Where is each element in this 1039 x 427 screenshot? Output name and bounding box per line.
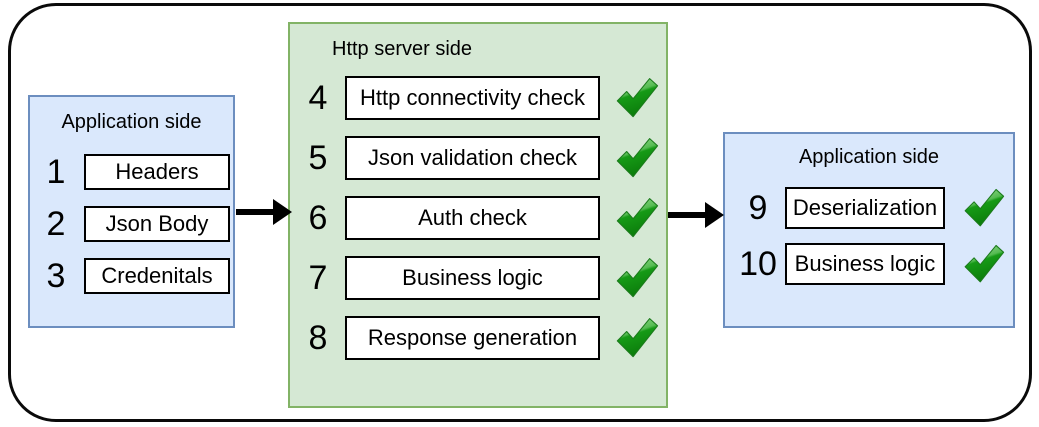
check-icon <box>613 135 659 181</box>
step-box: Http connectivity check <box>345 76 600 120</box>
arrow-right-icon <box>668 202 724 228</box>
step-number: 7 <box>308 259 328 297</box>
step-label: Json Body <box>105 211 209 236</box>
http-server-side-box: Http server side 4 Http connectivity che… <box>288 22 668 408</box>
arrow-right-icon <box>236 199 292 225</box>
application-side-left-box: Application side 1 Headers <box>28 95 235 328</box>
step-box: Auth check <box>345 196 600 240</box>
step-label: Response generation <box>367 325 578 350</box>
step-row: 6 Auth check <box>290 196 666 240</box>
check-icon <box>613 75 659 121</box>
step-number: 10 <box>739 245 777 283</box>
step-row: 2 Json Body <box>30 206 233 242</box>
step-label: Auth check <box>418 205 527 230</box>
step-box: Deserialization <box>785 187 945 229</box>
step-row: 7 Business logic <box>290 256 666 300</box>
step-number: 5 <box>308 139 328 177</box>
check-icon <box>613 195 659 241</box>
step-number: 8 <box>308 319 328 357</box>
step-number: 1 <box>46 153 66 191</box>
step-number: 2 <box>46 205 66 243</box>
application-side-right-box: Application side 9 Deserialization <box>723 132 1015 328</box>
steps-list: 9 Deserialization <box>725 187 1013 285</box>
step-row: 8 Response generation <box>290 316 666 360</box>
check-icon <box>613 255 659 301</box>
check-icon <box>613 315 659 361</box>
steps-list: 4 Http connectivity check <box>290 76 666 360</box>
step-label: Http connectivity check <box>360 85 585 110</box>
group-title: Http server side <box>332 38 473 60</box>
outer-frame <box>8 3 1032 422</box>
step-number: 9 <box>748 189 768 227</box>
step-row: 1 Headers <box>30 154 233 190</box>
check-icon <box>961 186 1005 230</box>
step-box: Response generation <box>345 316 600 360</box>
step-number: 6 <box>308 199 328 237</box>
step-box: Json Body <box>84 206 230 242</box>
step-box: Json validation check <box>345 136 600 180</box>
step-label: Json validation check <box>367 145 578 170</box>
step-box: Business logic <box>785 243 945 285</box>
step-label: Business logic <box>794 251 936 276</box>
step-row: 3 Credenitals <box>30 258 233 294</box>
step-label: Headers <box>115 159 199 184</box>
step-box: Headers <box>84 154 230 190</box>
step-label: Deserialization <box>792 195 938 220</box>
step-number: 3 <box>46 257 66 295</box>
steps-list: 1 Headers <box>30 154 233 294</box>
step-label: Business logic <box>402 265 543 290</box>
step-box: Credenitals <box>84 258 230 294</box>
group-title: Application side <box>798 146 940 168</box>
step-number: 4 <box>308 79 328 117</box>
step-label: Credenitals <box>101 263 213 288</box>
group-title: Application side <box>61 111 202 133</box>
step-row: 4 Http connectivity check <box>290 76 666 120</box>
check-icon <box>961 242 1005 286</box>
step-row: 10 Business logic <box>725 243 1013 285</box>
step-row: 5 Json validation check <box>290 136 666 180</box>
step-box: Business logic <box>345 256 600 300</box>
step-row: 9 Deserialization <box>725 187 1013 229</box>
